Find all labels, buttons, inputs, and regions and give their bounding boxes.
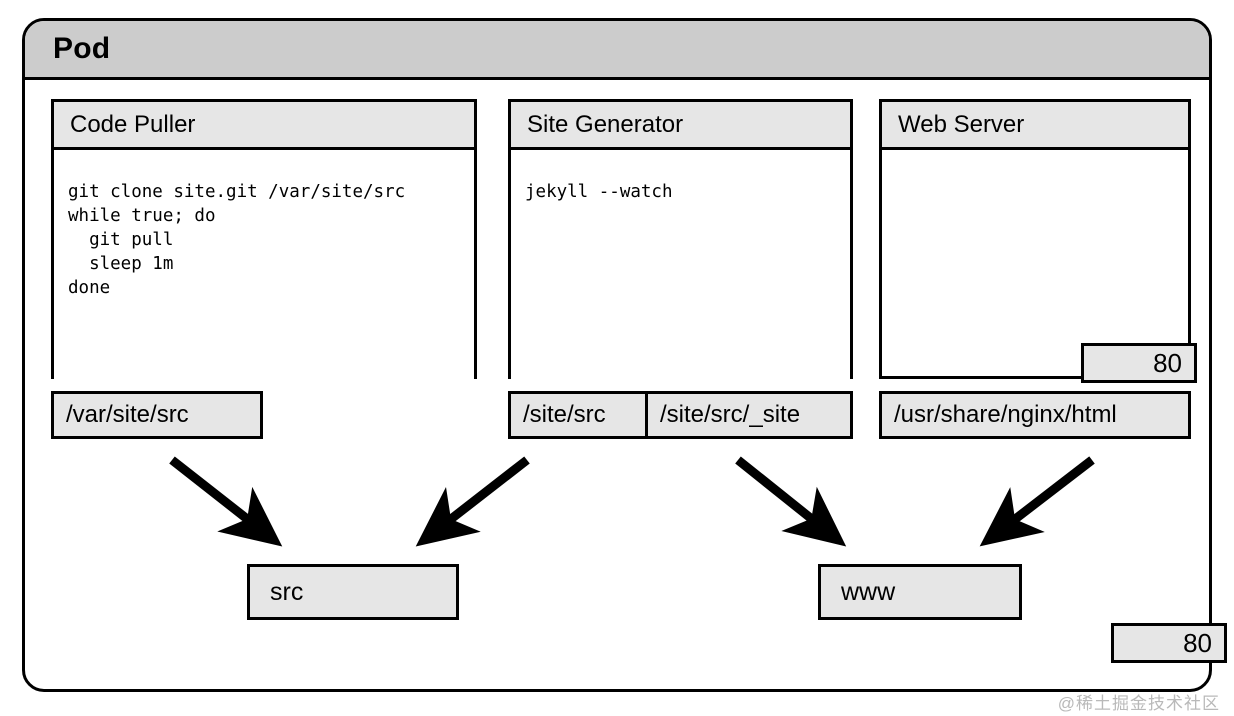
mount-chip-usr-share-nginx-html-label: /usr/share/nginx/html xyxy=(894,401,1117,428)
port-chip-pod-value: 80 xyxy=(1183,627,1212,658)
port-chip-pod: 80 xyxy=(1111,623,1227,663)
container-header-site-generator: Site Generator xyxy=(511,102,850,150)
mount-chip-site-src-label: /site/src xyxy=(523,401,606,428)
container-title-code-puller: Code Puller xyxy=(70,110,196,138)
container-body-code-puller: git clone site.git /var/site/src while t… xyxy=(54,167,474,394)
code-block-site-generator: jekyll --watch xyxy=(525,181,673,202)
mount-chip-site-src-site: /site/src/_site xyxy=(645,391,853,439)
pod-title: Pod xyxy=(53,32,111,65)
volume-box-www: www xyxy=(818,564,1022,620)
mount-chip-site-src: /site/src xyxy=(508,391,648,439)
pod-container: Pod Code Puller git clone site.git /var/… xyxy=(22,18,1227,692)
container-title-web-server: Web Server xyxy=(898,110,1025,138)
container-header-web-server: Web Server xyxy=(882,102,1188,150)
pod-header: Pod xyxy=(25,21,1209,80)
container-title-site-generator: Site Generator xyxy=(527,110,684,138)
port-chip-web-server-value: 80 xyxy=(1153,347,1182,378)
container-body-web-server xyxy=(882,150,1188,376)
volume-box-src-label: src xyxy=(270,577,304,606)
container-header-code-puller: Code Puller xyxy=(54,102,474,150)
volume-box-src: src xyxy=(247,564,459,620)
container-web-server: Web Server xyxy=(879,99,1191,379)
mount-chip-site-src-site-label: /site/src/_site xyxy=(660,401,801,428)
volume-box-www-label: www xyxy=(841,577,896,606)
watermark: @稀土掘金技术社区 xyxy=(1057,694,1220,713)
code-block-code-puller: git clone site.git /var/site/src while t… xyxy=(68,181,406,298)
port-chip-web-server: 80 xyxy=(1081,343,1197,383)
container-site-generator: Site Generator jekyll --watch xyxy=(508,99,853,394)
mount-chip-usr-share-nginx-html: /usr/share/nginx/html xyxy=(879,391,1191,439)
container-body-site-generator: jekyll --watch xyxy=(511,167,850,394)
container-code-puller: Code Puller git clone site.git /var/site… xyxy=(51,99,477,394)
mount-chip-var-site-src: /var/site/src xyxy=(51,391,263,439)
mount-chip-var-site-src-label: /var/site/src xyxy=(66,401,189,428)
